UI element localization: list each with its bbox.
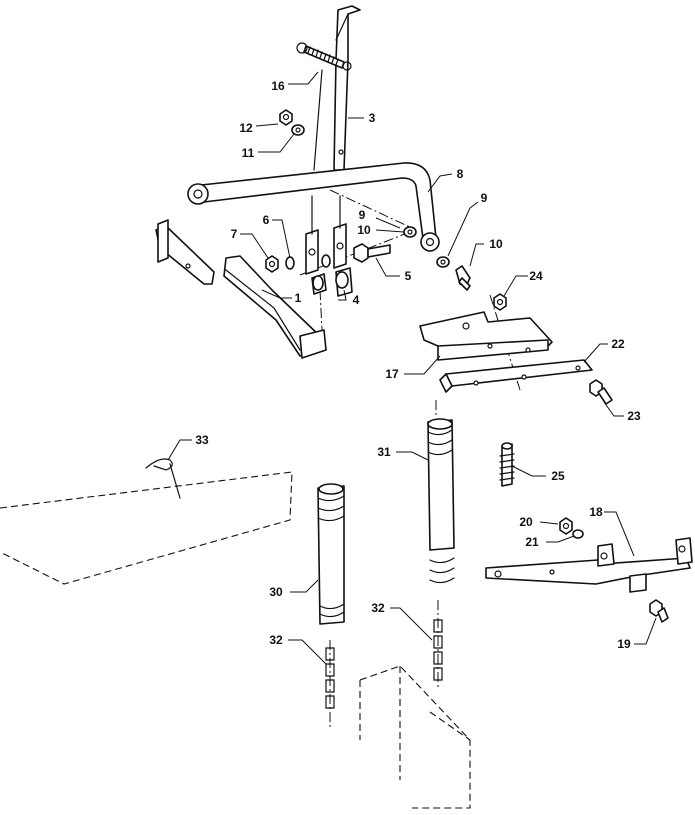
part-9-washer-lower bbox=[436, 256, 450, 268]
callout-9-lower: 9 bbox=[481, 191, 488, 205]
callout-30: 30 bbox=[269, 585, 283, 599]
callout-32-left: 32 bbox=[269, 633, 283, 647]
part-17-mounting-plate bbox=[419, 311, 553, 361]
part-32-chain-left bbox=[325, 647, 335, 709]
callout-16: 16 bbox=[271, 79, 285, 93]
callout-24: 24 bbox=[529, 269, 543, 283]
callout-10-lower: 10 bbox=[489, 237, 503, 251]
callout-33: 33 bbox=[195, 433, 209, 447]
ghost-frame-left bbox=[0, 471, 293, 585]
callout-32-right: 32 bbox=[371, 601, 385, 615]
callout-21: 21 bbox=[525, 535, 539, 549]
callout-20: 20 bbox=[519, 515, 533, 529]
part-8-link-bar bbox=[187, 162, 440, 252]
shaft-left bbox=[155, 219, 215, 285]
part-10-bolt bbox=[455, 265, 471, 291]
callout-3: 3 bbox=[369, 111, 376, 125]
part-5-bolt bbox=[353, 243, 391, 263]
callout-17: 17 bbox=[385, 367, 399, 381]
part-33-clip bbox=[145, 458, 181, 499]
part-12-nut bbox=[279, 109, 293, 126]
callout-31: 31 bbox=[377, 445, 391, 459]
part-30-boot bbox=[317, 483, 345, 625]
part-16-spring bbox=[296, 42, 352, 71]
callout-22: 22 bbox=[611, 337, 625, 351]
part-4-bushing bbox=[311, 267, 353, 297]
part-22-rail bbox=[439, 359, 593, 393]
callout-1: 1 bbox=[295, 291, 302, 305]
part-11-washer bbox=[291, 124, 305, 136]
part-18-bracket bbox=[485, 537, 693, 593]
callout-8: 8 bbox=[457, 167, 464, 181]
part-24-nut bbox=[493, 293, 507, 311]
part-19-bolt bbox=[649, 599, 669, 623]
part-3-lever bbox=[313, 5, 361, 171]
callout-4: 4 bbox=[353, 293, 360, 307]
callout-11: 11 bbox=[242, 146, 255, 160]
callout-25: 25 bbox=[551, 469, 565, 483]
callout-19: 19 bbox=[617, 637, 631, 651]
part-20-nut bbox=[559, 517, 573, 535]
ghost-frame-bottom bbox=[359, 665, 471, 809]
pivot-bracket bbox=[305, 195, 347, 275]
callout-10-upper: 10 bbox=[357, 223, 371, 237]
part-32-chain-right bbox=[433, 619, 443, 681]
part-1-pedal-arm bbox=[223, 255, 327, 359]
part-21-washer bbox=[572, 529, 584, 539]
callout-12: 12 bbox=[239, 121, 253, 135]
callout-23: 23 bbox=[627, 409, 641, 423]
callout-7: 7 bbox=[231, 227, 238, 241]
callout-18: 18 bbox=[589, 505, 603, 519]
callout-6: 6 bbox=[263, 213, 270, 227]
part-23-bolt bbox=[589, 379, 613, 405]
part-25-spring bbox=[499, 442, 515, 487]
part-7-nut bbox=[265, 255, 279, 273]
callout-5: 5 bbox=[405, 269, 412, 283]
part-9-washer-upper bbox=[403, 226, 417, 238]
part-31-boot bbox=[427, 418, 455, 584]
callout-9-upper: 9 bbox=[359, 208, 366, 222]
